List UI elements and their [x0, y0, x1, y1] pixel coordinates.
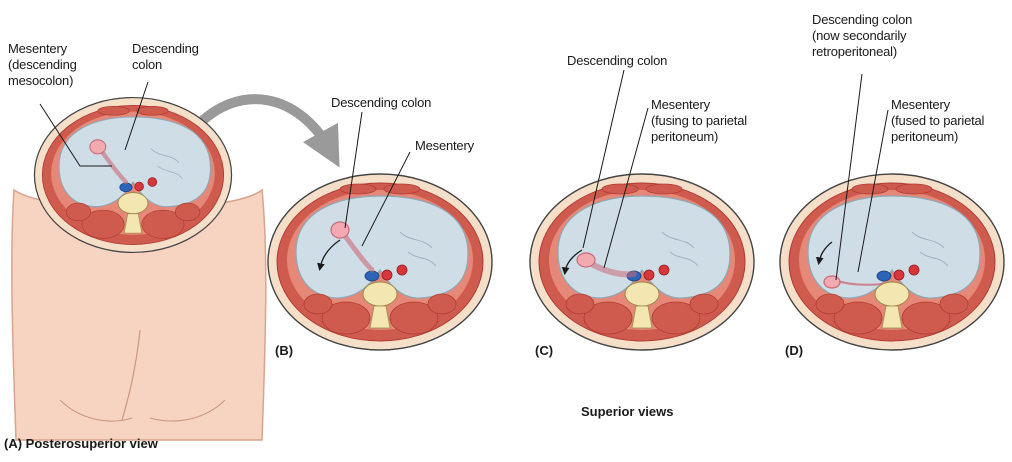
panel-b-kidney-vessel	[397, 265, 407, 275]
panel-d-rectus-right	[896, 184, 932, 194]
panel-d-caption: (D)	[785, 343, 803, 358]
panel-a-rectus-right	[137, 106, 169, 115]
panel-c-spinous-process	[632, 306, 652, 328]
superior-views-caption: Superior views	[581, 404, 673, 419]
panel-a-kidney-vessel	[148, 178, 157, 187]
panel-c-rectus-right	[646, 184, 682, 194]
panel-c-cross-section	[530, 174, 754, 350]
panel-b-spinous-process	[370, 306, 390, 328]
panel-b-descending-colon	[331, 222, 349, 238]
panel-d-vertebral-body	[875, 282, 909, 306]
panel-a-mesentery-label: Mesentery (descending mesocolon)	[8, 41, 77, 89]
panel-c-descending-colon	[577, 253, 595, 267]
panel-c-psoas-left	[566, 294, 594, 314]
panel-d-rectus-left	[852, 184, 888, 194]
panel-a-rectus-left	[98, 106, 130, 115]
panel-c-aorta	[644, 270, 654, 280]
panel-c-kidney-vessel	[659, 265, 669, 275]
panel-a-colon-label: Descending colon	[132, 41, 199, 73]
panel-d-spinous-process	[882, 306, 902, 328]
panel-c-mesentery-label: Mesentery (fusing to parietal peritoneum…	[651, 97, 747, 145]
panel-a-cross-section	[34, 98, 231, 253]
panel-c-vertebral-body	[625, 282, 659, 306]
panel-d-aorta	[894, 270, 904, 280]
panel-b-caption: (B)	[275, 343, 293, 358]
panel-d-cross-section	[780, 174, 1004, 350]
panel-a-caption: (A) Posterosuperior view	[4, 436, 158, 451]
panel-d-mesentery-label: Mesentery (fused to parietal peritoneum)	[891, 97, 984, 145]
panel-b-aorta	[382, 270, 392, 280]
panel-a-inferior-vena-cava	[120, 183, 132, 192]
panel-a-spinous-process	[124, 214, 142, 233]
panel-d-psoas-right	[940, 294, 968, 314]
panel-a-vertebral-body	[118, 193, 148, 214]
panel-a-psoas-right	[175, 203, 200, 221]
panel-c-caption: (C)	[535, 343, 553, 358]
panel-b-vertebral-body	[363, 282, 397, 306]
panel-a-psoas-left	[66, 203, 91, 221]
panel-b-colon-label: Descending colon	[331, 95, 431, 111]
panel-c-rectus-left	[602, 184, 638, 194]
panel-a-descending-colon	[90, 140, 106, 154]
panel-b-rectus-left	[340, 184, 376, 194]
panel-c-colon-label: Descending colon	[567, 53, 667, 69]
panel-a-aorta	[135, 182, 144, 191]
panel-d-colon-label: Descending colon (now secondarily retrop…	[812, 12, 912, 60]
panel-d-descending-colon	[824, 276, 840, 288]
panel-b-cross-section	[268, 174, 492, 350]
panel-c-psoas-right	[690, 294, 718, 314]
panel-b-mesentery-label: Mesentery	[415, 138, 474, 154]
panel-d-kidney-vessel	[909, 265, 919, 275]
panel-b-psoas-left	[304, 294, 332, 314]
panel-d-inferior-vena-cava	[877, 271, 891, 281]
panel-d-psoas-left	[816, 294, 844, 314]
panel-b-psoas-right	[428, 294, 456, 314]
